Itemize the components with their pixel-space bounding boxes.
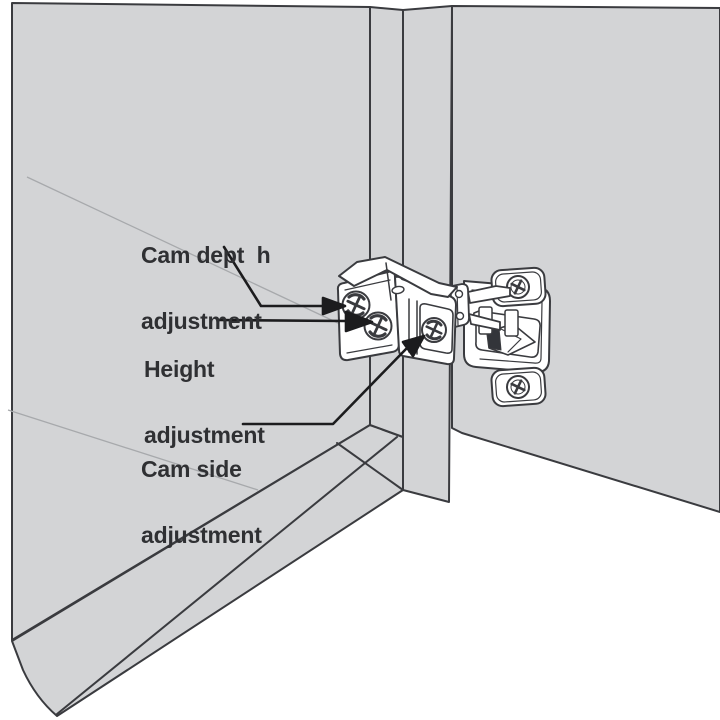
cam-depth-arrowhead-icon	[321, 296, 347, 316]
phillips-screw-icon	[506, 375, 530, 399]
base-kick-panel	[11, 424, 404, 717]
grain-line-upper	[26, 176, 341, 325]
hinge	[336, 256, 551, 408]
height-screw-icon	[363, 311, 393, 341]
base-top-band	[338, 256, 458, 298]
cam-side-leader	[241, 334, 426, 426]
callout-arrows	[217, 245, 426, 426]
callout-cam-side: Cam side adjustment	[141, 414, 262, 568]
height-arrowhead-icon	[344, 310, 374, 333]
hinge-arm-upper-link	[467, 285, 511, 304]
height-leader	[217, 310, 374, 333]
callout-cam-depth-line2: adjustment	[141, 308, 262, 334]
knuckle-pin-bottom	[455, 311, 465, 321]
callout-height-line1: Height	[144, 356, 215, 382]
callout-height: Height adjustment	[144, 314, 265, 468]
plate-bottom-screw-tab	[490, 366, 547, 408]
right-door-panel	[451, 5, 720, 513]
rail-corner-edge-line	[336, 442, 404, 491]
frame-stile-side-face	[369, 6, 404, 438]
cam-side-screw-icon	[421, 317, 447, 343]
frame-stile-front-face	[402, 5, 453, 503]
callout-cam-depth: Cam dept h adjustment	[141, 200, 271, 354]
cam-side-arrowhead-icon	[401, 334, 426, 358]
base-corner-ridge	[385, 262, 392, 301]
knuckle-pin-top	[454, 289, 464, 299]
hinge-arm-lower-link	[468, 313, 501, 331]
grain-line-lower	[7, 409, 259, 491]
base-top-slot	[391, 285, 405, 295]
panel-grain-lines	[7, 176, 341, 491]
kick-edge-line	[56, 436, 398, 715]
callout-height-line2: adjustment	[144, 422, 265, 448]
callout-cam-side-line2: adjustment	[141, 522, 262, 548]
hinge-mounting-plate	[463, 266, 551, 408]
hinge-base-bracket	[336, 256, 458, 366]
base-left-wing-rim	[344, 279, 393, 354]
plate-post-right	[504, 309, 519, 337]
callout-cam-depth-line1: Cam dept h	[141, 242, 271, 268]
cam-depth-leader	[222, 245, 347, 316]
cabinet-structure	[11, 2, 720, 717]
callout-cam-side-line1: Cam side	[141, 456, 242, 482]
cam-depth-screw-icon	[341, 290, 371, 320]
